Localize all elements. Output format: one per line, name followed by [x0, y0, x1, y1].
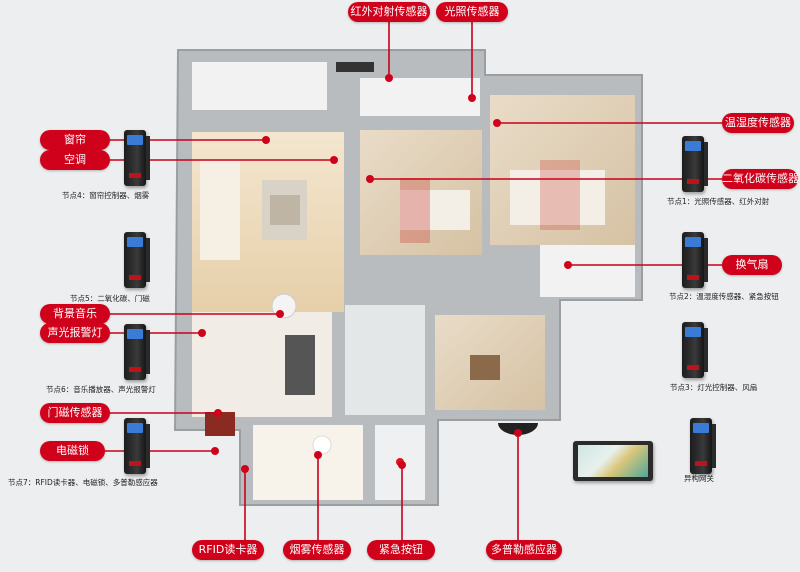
- bedspread-2: [540, 160, 580, 230]
- node-3-device: [682, 322, 708, 378]
- node-5-caption: 节点5：二氧化碳、门磁: [70, 294, 150, 303]
- bed-1: [400, 190, 470, 230]
- node-5-device: [124, 232, 150, 288]
- label-alarm-light: 声光报警灯: [40, 323, 110, 343]
- gateway-device: [690, 418, 716, 474]
- node-7-device: [124, 418, 150, 474]
- label-smoke-sensor: 烟雾传感器: [283, 540, 351, 560]
- node-7-caption: 节点7：RFID读卡器、电磁锁、多普勒感应器: [8, 478, 158, 487]
- node-1-caption: 节点1：光照传感器、红外对射: [667, 197, 770, 206]
- ac-outdoor-unit: [336, 62, 374, 72]
- node-3-caption: 节点3：灯光控制器、风扇: [670, 383, 758, 392]
- node-6-caption: 节点6：音乐播放器、声光报警灯: [46, 385, 156, 394]
- label-temp-humidity-sensor: 温湿度传感器: [722, 113, 794, 133]
- label-air-conditioner: 空调: [40, 150, 110, 170]
- balcony-right: [360, 78, 480, 116]
- label-emergency-button: 紧急按钮: [367, 540, 435, 560]
- node-4-caption: 节点4：窗帘控制器、烟雾: [62, 191, 150, 200]
- sofa: [200, 160, 240, 260]
- kitchen: [253, 425, 363, 500]
- label-door-magnet-sensor: 门磁传感器: [40, 403, 110, 423]
- gateway-caption: 异构网关: [684, 474, 714, 483]
- label-curtain: 窗帘: [40, 130, 110, 150]
- label-rfid-reader: RFID读卡器: [192, 540, 264, 560]
- label-co2-sensor: 二氧化碳传感器: [722, 169, 799, 189]
- label-light-sensor: 光照传感器: [436, 2, 508, 22]
- node-1-device: [682, 136, 708, 192]
- label-em-lock: 电磁锁: [40, 441, 105, 461]
- bedspread-1: [400, 178, 430, 243]
- label-doppler-sensor: 多普勒感应器: [486, 540, 562, 560]
- utility-room: [540, 245, 635, 297]
- label-infrared-sensor: 红外对射传感器: [348, 2, 430, 22]
- bathroom: [345, 305, 425, 415]
- desk: [470, 355, 500, 380]
- smoke-detector-icon: [312, 435, 332, 455]
- node-6-device: [124, 324, 150, 380]
- gateway-screen: [573, 441, 653, 481]
- label-ventilation-fan: 换气扇: [722, 255, 782, 275]
- rug: [270, 195, 300, 225]
- node-2-device: [682, 232, 708, 288]
- node-2-caption: 节点2：温湿度传感器、紧急按钮: [669, 292, 779, 301]
- label-background-music: 背景音乐: [40, 304, 110, 324]
- node-4-device: [124, 130, 150, 186]
- dining-table: [285, 335, 315, 395]
- balcony-left: [192, 62, 327, 110]
